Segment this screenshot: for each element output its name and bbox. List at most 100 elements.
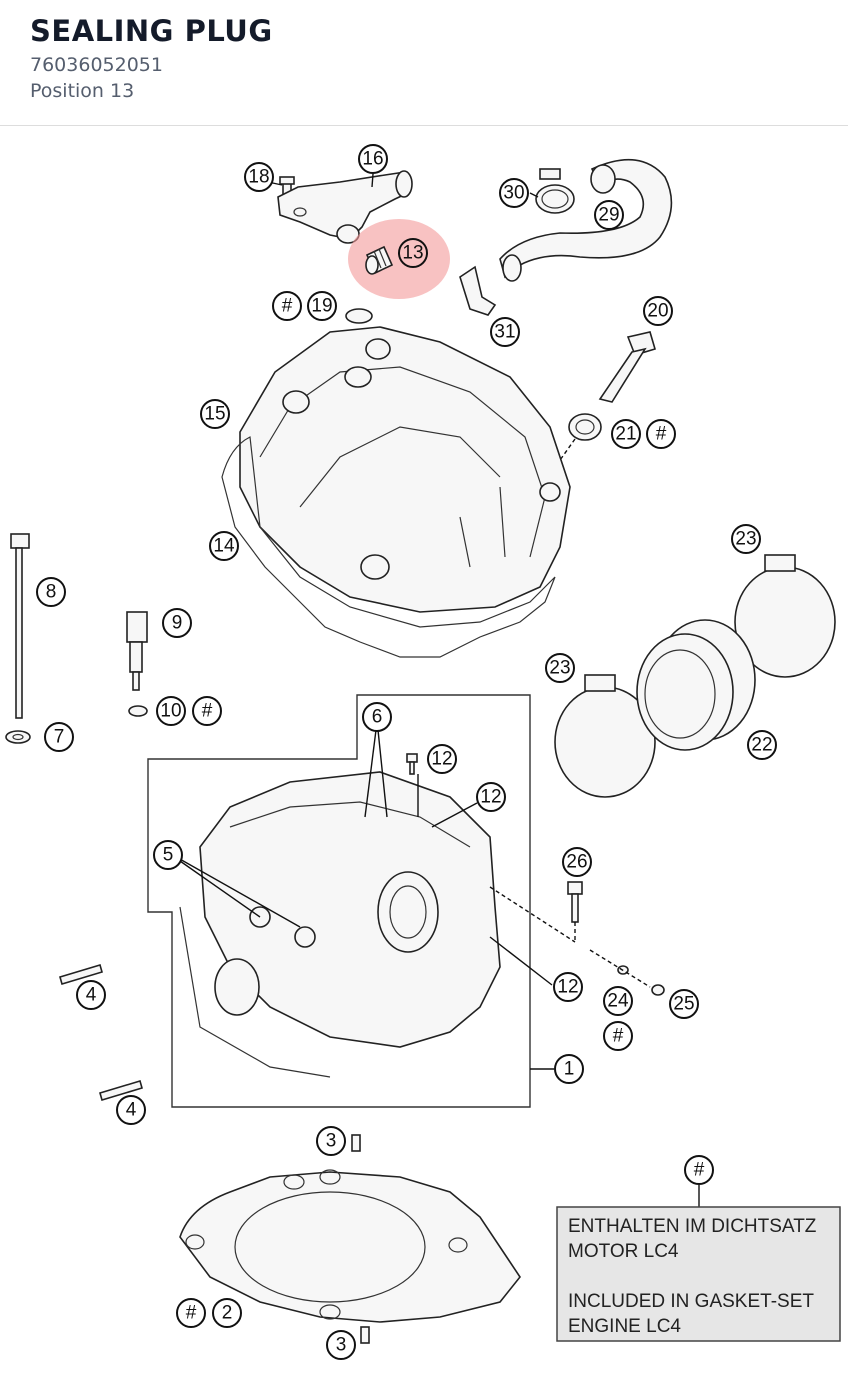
svg-text:12: 12 <box>480 787 501 808</box>
svg-text:4: 4 <box>126 1100 137 1121</box>
part-4-pin-lower <box>99 1080 143 1101</box>
svg-text:13: 13 <box>402 243 423 264</box>
part-10-o-ring <box>128 705 148 717</box>
part-26-bolt <box>567 881 583 923</box>
callout-31[interactable]: 31 <box>490 317 520 347</box>
part-16-housing <box>277 170 413 244</box>
callout-3-lower[interactable]: 3 <box>326 1330 356 1360</box>
part-1-cylinder-head <box>179 771 501 1078</box>
svg-text:23: 23 <box>735 529 756 550</box>
svg-text:31: 31 <box>494 322 515 343</box>
part-19-o-ring <box>345 308 373 324</box>
part-22-intake-flange <box>636 619 756 751</box>
svg-text:9: 9 <box>172 613 183 634</box>
callout-12-top[interactable]: 12 <box>427 744 457 774</box>
callout-hash-21[interactable]: # <box>646 419 676 449</box>
svg-text:20: 20 <box>647 301 668 322</box>
svg-text:19: 19 <box>311 296 332 317</box>
svg-text:#: # <box>186 1303 197 1324</box>
callout-6[interactable]: 6 <box>362 702 392 732</box>
svg-text:23: 23 <box>549 658 570 679</box>
svg-text:21: 21 <box>615 424 636 445</box>
leader-lines <box>177 173 700 1207</box>
exploded-parts-diagram: 18 16 30 29 13 # 19 31 20 15 21 # 14 8 9… <box>5 144 841 1360</box>
svg-text:25: 25 <box>673 994 694 1015</box>
callout-2[interactable]: 2 <box>212 1298 242 1328</box>
callout-21[interactable]: 21 <box>611 419 641 449</box>
svg-text:7: 7 <box>54 727 65 748</box>
svg-text:#: # <box>656 424 667 445</box>
part-7-washer <box>5 730 31 744</box>
callout-22[interactable]: 22 <box>747 730 777 760</box>
part-13-sealing-plug <box>365 245 394 275</box>
part-14-gasket <box>221 436 556 658</box>
svg-text:#: # <box>202 701 213 722</box>
svg-text:6: 6 <box>372 707 383 728</box>
callout-hash-24[interactable]: # <box>603 1021 633 1051</box>
part-15-valve-cover <box>239 326 571 613</box>
callout-14[interactable]: 14 <box>209 531 239 561</box>
callout-5[interactable]: 5 <box>153 840 183 870</box>
svg-text:26: 26 <box>566 852 587 873</box>
part-8-dipstick <box>10 533 30 719</box>
callout-hash-note[interactable]: # <box>684 1155 714 1185</box>
part-25-screw <box>651 984 665 996</box>
callout-25[interactable]: 25 <box>669 989 699 1019</box>
part-23-clamp-upper <box>734 554 836 678</box>
svg-text:22: 22 <box>751 735 772 756</box>
svg-text:18: 18 <box>248 167 269 188</box>
callout-4-upper[interactable]: 4 <box>76 980 106 1010</box>
svg-text:29: 29 <box>598 205 619 226</box>
svg-text:16: 16 <box>362 149 383 170</box>
svg-text:#: # <box>613 1026 624 1047</box>
cylinder-head-frame <box>147 694 531 1108</box>
svg-text:1: 1 <box>564 1059 575 1080</box>
callout-23-lower[interactable]: 23 <box>545 653 575 683</box>
part-4-pin-upper <box>59 964 103 985</box>
callout-13-selected[interactable]: 13 <box>398 238 428 268</box>
svg-text:4: 4 <box>86 985 97 1006</box>
callout-24[interactable]: 24 <box>603 986 633 1016</box>
callout-20[interactable]: 20 <box>643 296 673 326</box>
svg-text:12: 12 <box>557 977 578 998</box>
svg-text:#: # <box>694 1160 705 1181</box>
callout-23-upper[interactable]: 23 <box>731 524 761 554</box>
callout-19[interactable]: 19 <box>307 291 337 321</box>
part-3-sleeve-upper <box>351 1134 361 1152</box>
highlight-position-13 <box>348 219 450 299</box>
page-title: SEALING PLUG <box>30 14 273 48</box>
callout-hash-19[interactable]: # <box>272 291 302 321</box>
callout-8[interactable]: 8 <box>36 577 66 607</box>
callout-18[interactable]: 18 <box>244 162 274 192</box>
callout-4-lower[interactable]: 4 <box>116 1095 146 1125</box>
callout-12-bottom[interactable]: 12 <box>553 972 583 1002</box>
svg-text:3: 3 <box>336 1335 347 1356</box>
callout-26[interactable]: 26 <box>562 847 592 877</box>
gasket-set-note: ENTHALTEN IM DICHTSATZ MOTOR LC4 INCLUDE… <box>556 1206 841 1342</box>
callout-29[interactable]: 29 <box>594 200 624 230</box>
position-label: Position 13 <box>30 80 135 102</box>
svg-text:15: 15 <box>204 404 225 425</box>
part-9-sensor <box>126 611 148 691</box>
part-29-hose <box>499 158 673 282</box>
callout-10[interactable]: 10 <box>156 696 186 726</box>
part-23-clamp-lower <box>554 674 656 798</box>
callout-30[interactable]: 30 <box>499 178 529 208</box>
callout-12-middle[interactable]: 12 <box>476 782 506 812</box>
callout-1[interactable]: 1 <box>554 1054 584 1084</box>
callout-9[interactable]: 9 <box>162 608 192 638</box>
callout-16[interactable]: 16 <box>358 144 388 174</box>
part-2-head-gasket <box>179 1169 521 1323</box>
callout-7[interactable]: 7 <box>44 722 74 752</box>
part-12-screw <box>406 753 418 775</box>
note-line-1: ENTHALTEN IM DICHTSATZ <box>568 1216 817 1237</box>
callout-hash-2[interactable]: # <box>176 1298 206 1328</box>
callout-hash-10[interactable]: # <box>192 696 222 726</box>
svg-text:24: 24 <box>607 991 629 1012</box>
svg-text:12: 12 <box>431 749 452 770</box>
part-30-clamp <box>535 168 575 214</box>
callout-3-upper[interactable]: 3 <box>316 1126 346 1156</box>
header: SEALING PLUG 76036052051 Position 13 <box>0 0 848 126</box>
svg-text:#: # <box>282 296 293 317</box>
callout-15[interactable]: 15 <box>200 399 230 429</box>
